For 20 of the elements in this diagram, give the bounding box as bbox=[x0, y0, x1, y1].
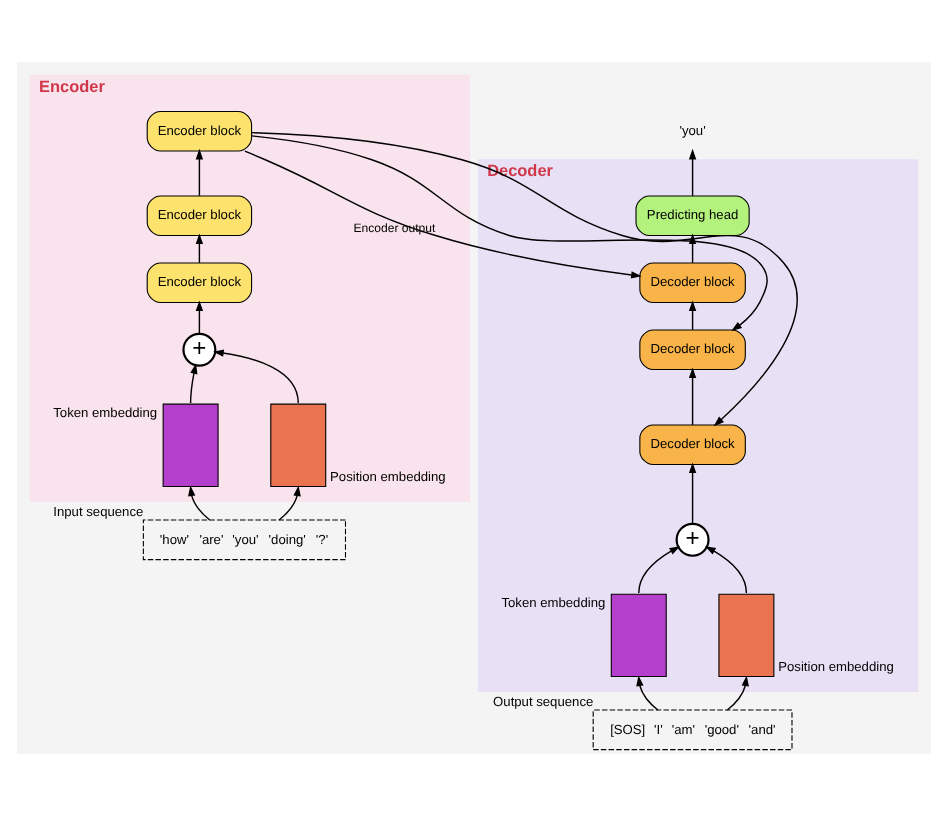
node-circle: + bbox=[182, 332, 217, 367]
arrow bbox=[278, 485, 301, 521]
arrow bbox=[688, 300, 697, 331]
arrow bbox=[195, 148, 204, 197]
arrow bbox=[250, 131, 798, 427]
arrow bbox=[636, 675, 659, 711]
arrow bbox=[244, 150, 642, 279]
arrow bbox=[688, 367, 697, 426]
arrow bbox=[195, 233, 204, 264]
arrow bbox=[688, 148, 697, 197]
arrow bbox=[195, 300, 204, 335]
arrow bbox=[213, 349, 299, 404]
arrow bbox=[726, 675, 749, 711]
arrow bbox=[638, 546, 681, 594]
arrow bbox=[705, 546, 748, 594]
arrow bbox=[688, 462, 697, 525]
arrow bbox=[188, 485, 211, 521]
arrow bbox=[189, 363, 198, 404]
node-circle: + bbox=[675, 522, 710, 557]
arrow bbox=[251, 135, 768, 332]
